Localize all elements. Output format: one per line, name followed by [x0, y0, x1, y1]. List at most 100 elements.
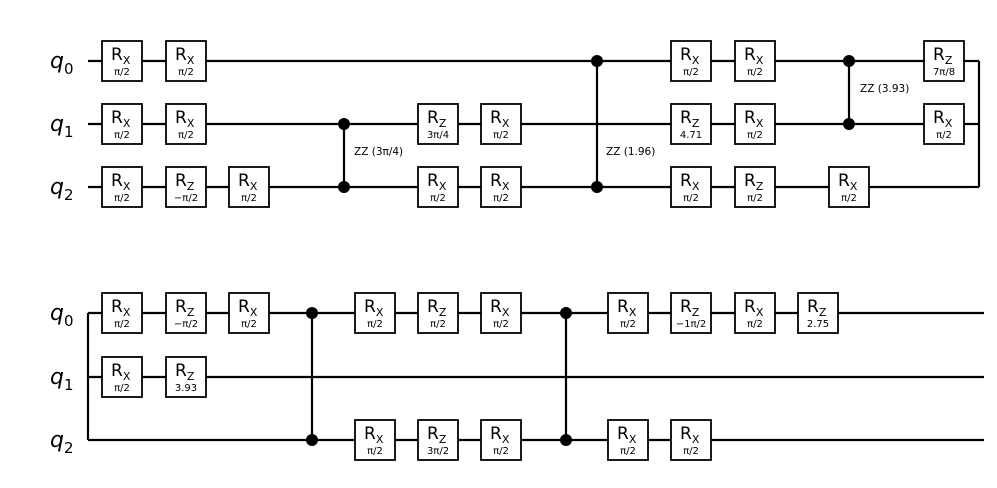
gate-param: π/2	[493, 193, 509, 204]
gate-rx: RXπ/2	[734, 292, 776, 334]
qubit-label-q1: q1	[50, 365, 74, 394]
zz-label: ZZ (1.96)	[606, 146, 655, 158]
gate-param: π/2	[620, 446, 636, 457]
gate-rx: RXπ/2	[165, 40, 207, 82]
gate-param: π/2	[367, 319, 383, 330]
gate-rx: RXπ/2	[734, 40, 776, 82]
gate-param: π/2	[493, 130, 509, 141]
gate-param: π/2	[620, 319, 636, 330]
gate-rx: RXπ/2	[480, 419, 522, 461]
gate-rx: RXπ/2	[480, 292, 522, 334]
gate-param: 2.75	[807, 319, 829, 330]
gate-rx: RXπ/2	[354, 292, 396, 334]
gate-param: π/2	[114, 193, 130, 204]
gate-rx: RXπ/2	[101, 356, 143, 398]
control-dot	[306, 434, 318, 446]
control-dot	[306, 307, 318, 319]
zz-gate: ZZ (3π/4)	[338, 118, 403, 193]
gate-rx: RXπ/2	[734, 103, 776, 145]
gate-rx: RXπ/2	[228, 166, 270, 208]
control-dot	[560, 307, 572, 319]
gate-param: π/2	[936, 130, 952, 141]
gate-rx: RXπ/2	[101, 103, 143, 145]
gate-rx: RXπ/2	[670, 419, 712, 461]
gate-rx: RXπ/2	[480, 166, 522, 208]
zz-label: ZZ (3.93)	[860, 83, 909, 95]
gate-param: π/2	[747, 67, 763, 78]
gate-param: π/2	[114, 383, 130, 394]
gate-rz: RZ−π/2	[165, 166, 207, 208]
gate-param: π/2	[114, 319, 130, 330]
control-dot	[843, 118, 855, 130]
gate-param: π/2	[367, 446, 383, 457]
gate-rz: RZ4.71	[670, 103, 712, 145]
gate-param: 7π/8	[933, 67, 955, 78]
gate-param: π/2	[114, 67, 130, 78]
qubit-label-q0: q0	[50, 301, 74, 330]
gate-param: 4.71	[680, 130, 702, 141]
control-dot	[591, 181, 603, 193]
gate-rz: RZπ/2	[417, 292, 459, 334]
gate-param: −π/2	[174, 319, 198, 330]
gate-param: −π/2	[174, 193, 198, 204]
gate-rx: RXπ/2	[354, 419, 396, 461]
gate-rx: RXπ/2	[607, 419, 649, 461]
gate-rx: RXπ/2	[670, 166, 712, 208]
gate-param: 3.93	[175, 383, 197, 394]
gate-rx: RXπ/2	[165, 103, 207, 145]
gate-rx: RXπ/2	[670, 40, 712, 82]
gate-rx: RXπ/2	[480, 103, 522, 145]
gate-param: π/2	[241, 193, 257, 204]
gate-param: 3π/4	[427, 130, 449, 141]
gate-param: π/2	[430, 319, 446, 330]
control-dot	[338, 118, 350, 130]
control-dot	[591, 55, 603, 67]
gate-param: −1π/2	[676, 319, 707, 330]
circuit-row-2: q0q1q2RXπ/2RXπ/2RZ−π/2RZ3.93RXπ/2RXπ/2RX…	[50, 292, 984, 461]
gate-param: π/2	[114, 130, 130, 141]
control-dot	[843, 55, 855, 67]
zz-gate: ZZ (3.93)	[843, 55, 909, 130]
gate-param: π/2	[430, 193, 446, 204]
gate-param: π/2	[493, 319, 509, 330]
gate-param: π/2	[683, 67, 699, 78]
gate-param: π/2	[747, 319, 763, 330]
gate-rx: RXπ/2	[228, 292, 270, 334]
gate-rz: RZπ/2	[734, 166, 776, 208]
gate-rz: RZ−1π/2	[670, 292, 712, 334]
gate-rx: RXπ/2	[101, 40, 143, 82]
gate-rx: RXπ/2	[923, 103, 965, 145]
zz-label: ZZ (3π/4)	[354, 146, 403, 158]
gate-param: π/2	[178, 67, 194, 78]
zz-gate	[306, 307, 318, 446]
gate-rx: RXπ/2	[101, 292, 143, 334]
gate-rx: RXπ/2	[607, 292, 649, 334]
gate-rz: RZ2.75	[797, 292, 839, 334]
gate-param: π/2	[841, 193, 857, 204]
control-dot	[560, 434, 572, 446]
qubit-label-q2: q2	[50, 175, 74, 204]
gate-param: π/2	[683, 193, 699, 204]
gate-param: π/2	[241, 319, 257, 330]
zz-gate: ZZ (1.96)	[591, 55, 655, 193]
gate-rx: RXπ/2	[828, 166, 870, 208]
zz-gate	[560, 307, 572, 446]
qubit-label-q0: q0	[50, 49, 74, 78]
control-dot	[338, 181, 350, 193]
qubit-label-q1: q1	[50, 112, 74, 141]
gate-param: π/2	[747, 130, 763, 141]
qubit-label-q2: q2	[50, 428, 74, 457]
gate-param: π/2	[493, 446, 509, 457]
gate-rz: RZ3.93	[165, 356, 207, 398]
gate-rz: RZ−π/2	[165, 292, 207, 334]
gate-param: π/2	[178, 130, 194, 141]
gate-param: π/2	[747, 193, 763, 204]
gate-rx: RXπ/2	[417, 166, 459, 208]
gate-param: π/2	[683, 446, 699, 457]
gate-param: 3π/2	[427, 446, 449, 457]
